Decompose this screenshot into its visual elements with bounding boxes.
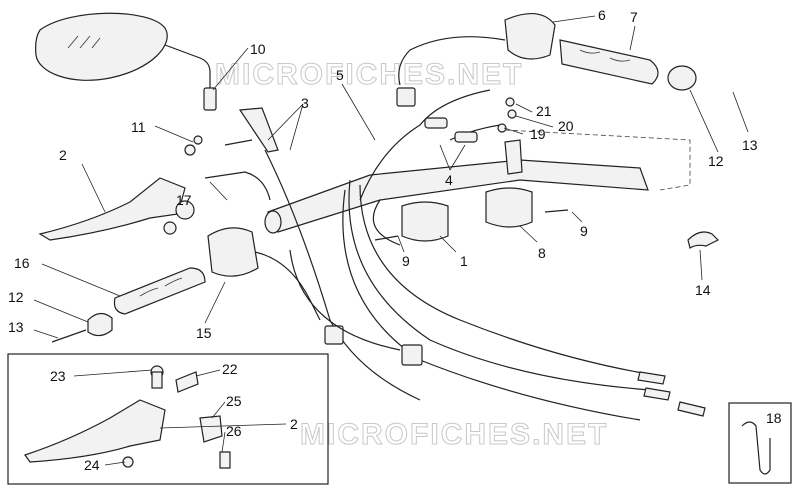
callout-9-left: 9: [402, 253, 410, 269]
callout-12-left: 12: [8, 289, 24, 305]
handlebar-clamps: [374, 187, 569, 242]
throttle-cables: [359, 89, 517, 201]
callout-1: 1: [460, 253, 468, 269]
long-cables: [289, 179, 706, 421]
callout-14: 14: [695, 282, 711, 298]
callout-13-right: 13: [742, 137, 758, 153]
callout-11: 11: [131, 119, 146, 135]
callout-26: 26: [226, 423, 242, 439]
callout-8: 8: [538, 245, 546, 261]
callout-16: 16: [14, 255, 30, 271]
callout-5: 5: [336, 67, 344, 83]
callout-13-left: 13: [8, 319, 24, 335]
callouts: 1 2 2 3 4 5 6 7 8 9 9 10 11 12 12 13 13 …: [8, 7, 782, 473]
callout-22: 22: [222, 361, 238, 377]
right-switch-and-grip: [396, 13, 697, 107]
wire-clip-18: [741, 421, 771, 475]
callout-17: 17: [176, 192, 192, 208]
left-switch-and-grip: [51, 227, 344, 345]
callout-2: 2: [59, 147, 67, 163]
callout-3: 3: [301, 95, 309, 111]
outline-dashed: [504, 129, 691, 191]
watermark-bottom: MICROFICHES.NET: [300, 418, 608, 451]
inset-lever-assembly: [24, 365, 231, 469]
callout-15: 15: [196, 325, 212, 341]
inset-frame-18: [728, 402, 792, 484]
callout-10: 10: [250, 41, 266, 57]
callout-18: 18: [766, 410, 782, 426]
callout-21: 21: [536, 103, 552, 119]
leader-lines: [33, 15, 749, 466]
callout-20: 20: [558, 118, 574, 134]
clutch-cable: [224, 107, 421, 401]
handlebar: [264, 139, 649, 246]
callout-24: 24: [84, 457, 100, 473]
callout-9-right: 9: [580, 223, 588, 239]
callout-23: 23: [50, 368, 66, 384]
callout-4: 4: [445, 172, 453, 188]
callout-6: 6: [598, 7, 606, 23]
callout-19: 19: [530, 126, 546, 142]
callout-2-inset: 2: [290, 416, 298, 432]
mirror: [35, 12, 217, 111]
callout-12-right: 12: [708, 153, 724, 169]
clutch-lever-assembly: [38, 135, 271, 241]
cable-clip: [687, 231, 720, 249]
callout-7: 7: [630, 9, 638, 25]
callout-25: 25: [226, 393, 242, 409]
watermark-top: MICROFICHES.NET: [215, 58, 523, 91]
inset-frame: [7, 353, 329, 485]
